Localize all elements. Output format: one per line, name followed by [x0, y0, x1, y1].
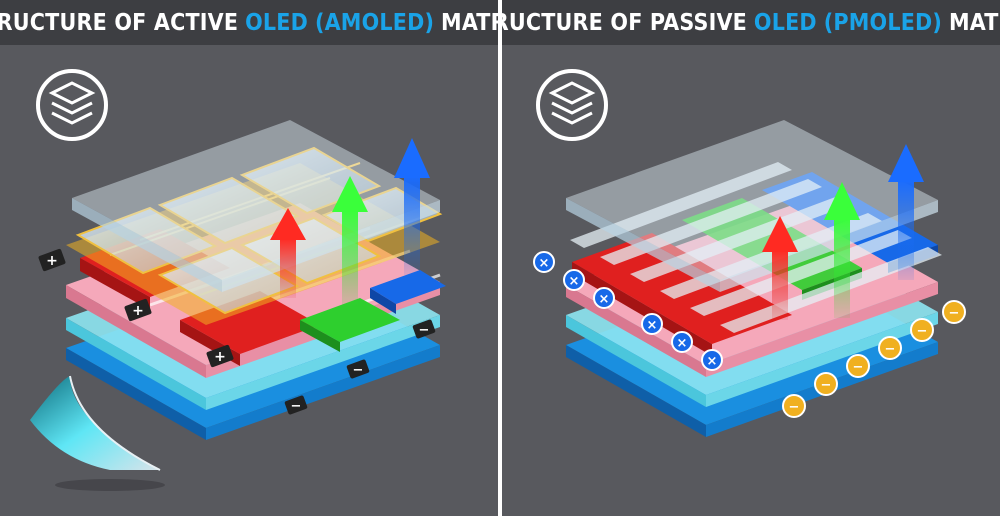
svg-text:×: ×	[707, 354, 718, 369]
amoled-emitter-green	[300, 298, 400, 352]
pmoled-blue-light-arrow	[888, 144, 924, 280]
amoled-minus-terminal-1: −	[412, 319, 436, 339]
cathode-terminal: −	[782, 394, 806, 418]
anode-terminal: ×	[533, 251, 555, 273]
anode-terminal: ×	[671, 331, 693, 353]
anode-terminal: ×	[593, 287, 615, 309]
amoled-plus-terminal-2: +	[124, 298, 152, 322]
amoled-blue-light-arrow	[394, 138, 430, 275]
svg-text:×: ×	[539, 256, 550, 271]
amoled-title-prefix: STRUCTURE OF ACTIVE	[0, 9, 239, 36]
amoled-minus-terminal-2: −	[346, 359, 370, 379]
amoled-title-abbrev: (AMOLED)	[314, 9, 435, 36]
cathode-terminal: −	[910, 318, 934, 342]
amoled-title-suffix: MATRIX	[441, 9, 498, 36]
anode-terminal: ×	[641, 313, 663, 335]
amoled-emitter-blue	[370, 270, 446, 314]
svg-text:+: +	[46, 253, 58, 269]
svg-text:−: −	[353, 363, 364, 378]
pmoled-title-abbrev: (PMOLED)	[823, 9, 943, 36]
anode-terminal: ×	[701, 349, 723, 371]
amoled-plus-terminal-1: +	[38, 248, 66, 272]
svg-text:−: −	[291, 399, 302, 414]
svg-text:+: +	[132, 303, 144, 319]
pmoled-cathode-terminals: − − − − − −	[782, 300, 966, 418]
pmoled-title-suffix: MATRIX	[948, 9, 1000, 36]
svg-text:−: −	[885, 342, 896, 357]
svg-text:×: ×	[647, 318, 658, 333]
cathode-terminal: −	[846, 354, 870, 378]
amoled-title-oled: OLED	[245, 9, 309, 36]
pmoled-title-prefix: STRUCTURE OF PASSIVE	[502, 9, 748, 36]
svg-text:×: ×	[569, 274, 580, 289]
svg-text:+: +	[214, 349, 226, 365]
amoled-red-light-arrow	[270, 208, 306, 298]
amoled-green-light-arrow	[332, 176, 368, 310]
layers-icon	[536, 69, 608, 141]
flexible-sheet-icon	[30, 375, 165, 491]
svg-text:−: −	[949, 306, 960, 321]
pmoled-red-light-arrow	[762, 216, 798, 320]
pmoled-green-light-arrow	[824, 182, 860, 318]
pmoled-diagram: × × × × × × − − − − − −	[533, 69, 966, 437]
amoled-top-glass	[72, 120, 440, 292]
svg-text:−: −	[419, 323, 430, 338]
amoled-plus-terminal-3: +	[206, 344, 234, 368]
cathode-terminal: −	[942, 300, 966, 324]
pmoled-anode-strips	[570, 162, 942, 333]
svg-text:−: −	[917, 324, 928, 339]
pmoled-anode-terminals: × × × × × ×	[533, 251, 723, 371]
svg-text:−: −	[789, 400, 800, 415]
cathode-terminal: −	[814, 372, 838, 396]
svg-text:−: −	[821, 378, 832, 393]
anode-terminal: ×	[563, 269, 585, 291]
svg-text:−: −	[853, 360, 864, 375]
cathode-terminal: −	[878, 336, 902, 360]
svg-text:×: ×	[677, 336, 688, 351]
amoled-diagram: + + + − − −	[30, 69, 446, 491]
layers-icon	[36, 69, 108, 141]
pmoled-title-oled: OLED	[753, 9, 817, 36]
svg-text:×: ×	[599, 292, 610, 307]
amoled-minus-terminal-3: −	[284, 395, 308, 415]
